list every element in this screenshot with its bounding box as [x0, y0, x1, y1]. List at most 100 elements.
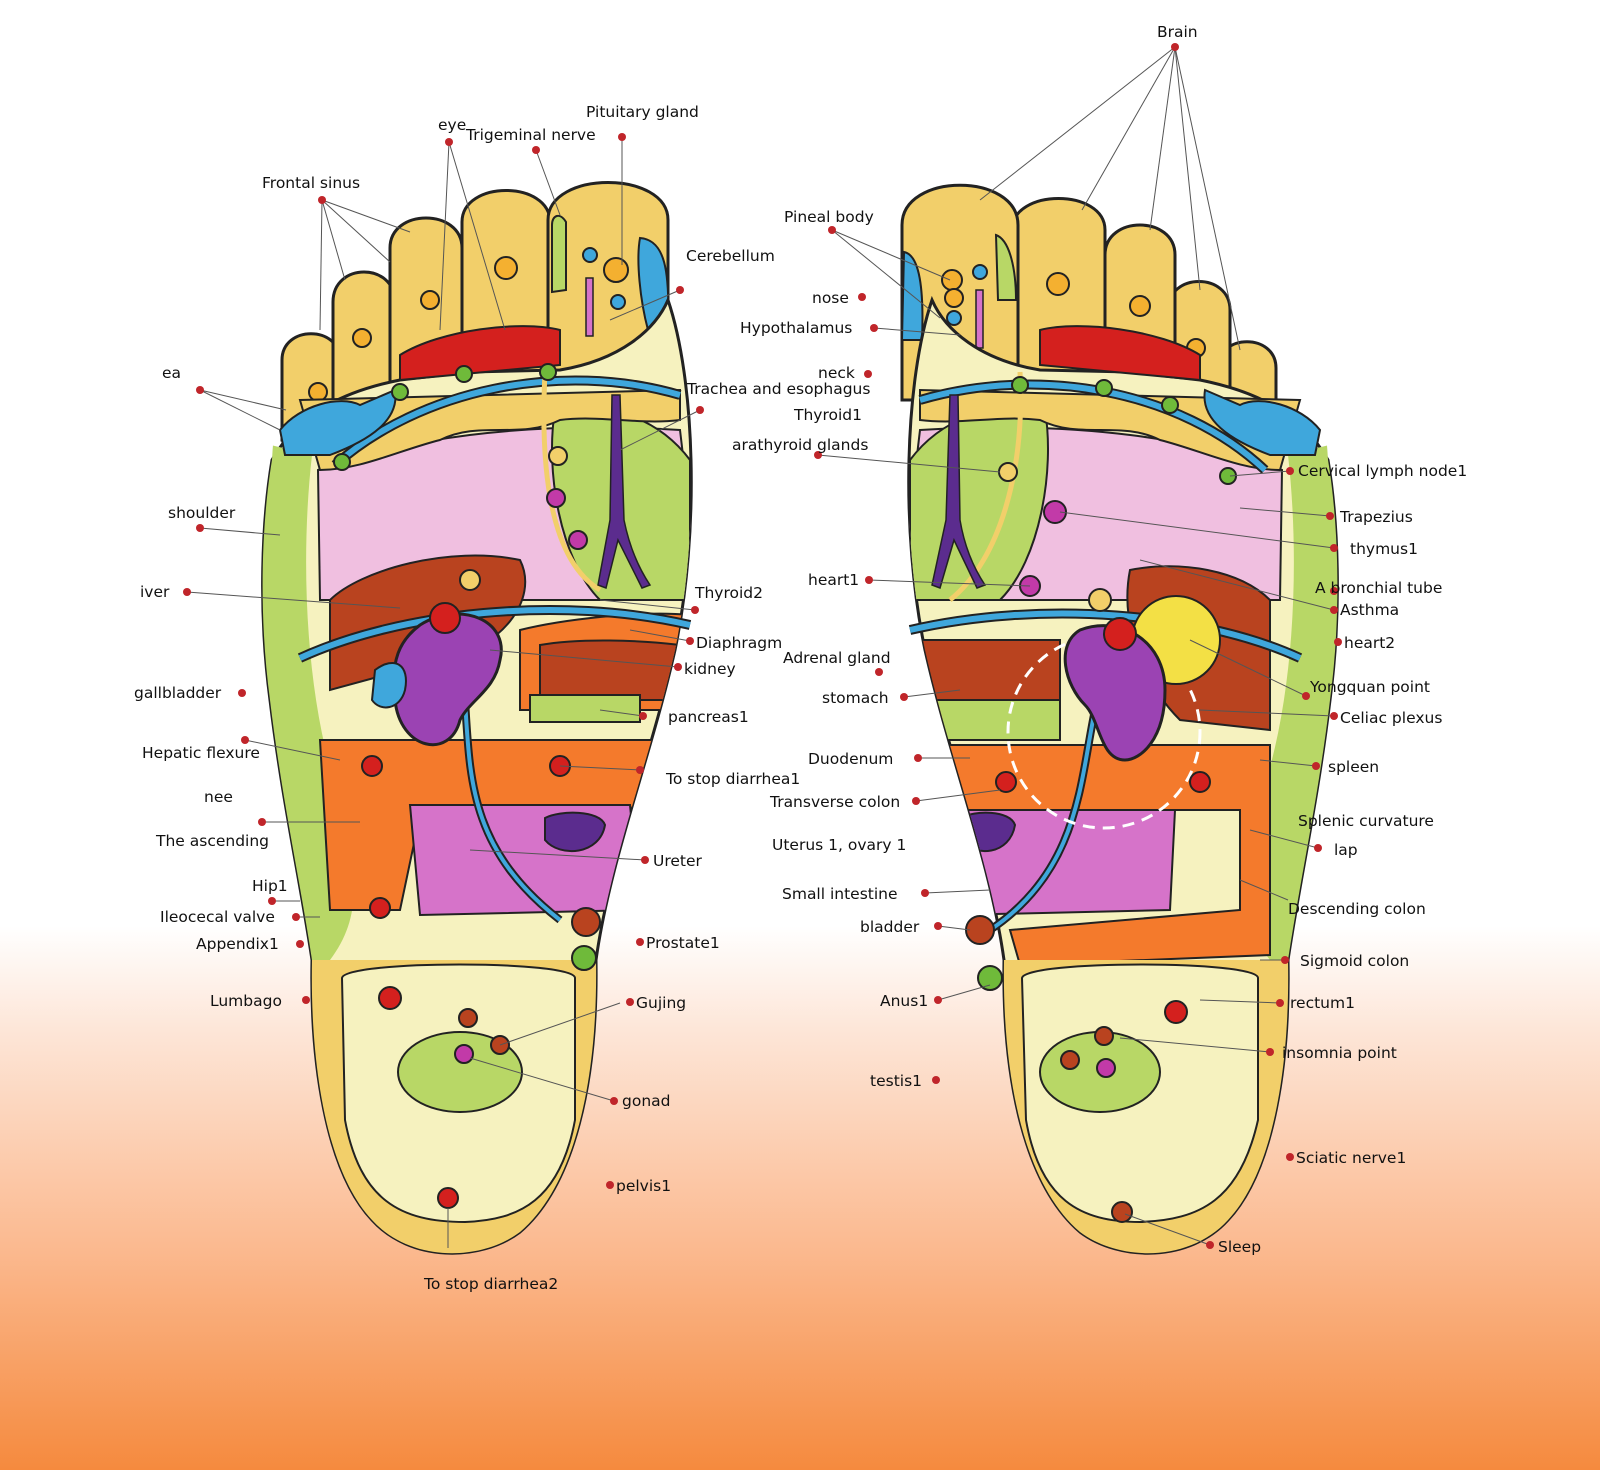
left-hip-dot — [369, 897, 391, 919]
label-bladder: bladder — [860, 918, 920, 936]
label-ureter: Ureter — [653, 852, 703, 870]
right-thymus-dot — [1043, 500, 1067, 524]
left-lime-pancreas — [529, 694, 641, 723]
left-thyroid-yellow — [548, 446, 568, 466]
left-heel-dot-1 — [458, 1008, 478, 1028]
right-bigtoe-bar — [975, 289, 984, 349]
label-gujing: Gujing — [636, 994, 686, 1012]
label-trapezius: Trapezius — [1339, 508, 1413, 526]
left-prostate-blob — [571, 907, 601, 937]
left-pituitary-dot — [603, 257, 629, 283]
label-lap: lap — [1334, 841, 1358, 859]
right-ureter-fill — [988, 709, 1097, 932]
label-descending-colon: Descending colon — [1288, 900, 1426, 918]
left-ureter-fill — [463, 699, 562, 922]
label-hypothalamus: Hypothalamus — [740, 319, 852, 337]
right-yellow-marker — [1088, 588, 1112, 612]
right-big-toe-green — [994, 233, 1018, 301]
label-trigeminal-nerve: Trigeminal nerve — [465, 126, 596, 144]
right-bigtoe-blue-dot-1 — [972, 264, 988, 280]
right-heel-dot-3 — [1096, 1058, 1116, 1078]
left-adrenal-red — [429, 602, 461, 634]
label-appendix1: Appendix1 — [196, 935, 279, 953]
label-frontal-sinus: Frontal sinus — [262, 174, 360, 192]
label-thymus1: thymus1 — [1350, 540, 1418, 558]
label-rectum1: rectum1 — [1290, 994, 1355, 1012]
label-sigmoid-colon: Sigmoid colon — [1300, 952, 1409, 970]
leader-lines — [186, 46, 1335, 1248]
left-foot — [261, 181, 693, 1255]
label-diaphragm: Diaphragm — [696, 634, 782, 652]
right-green-nodule-4 — [1011, 376, 1029, 394]
right-lime-stomach — [918, 699, 1061, 741]
label-cerebellum: Cerebellum — [686, 247, 775, 265]
left-toe-dot-4 — [494, 256, 518, 280]
label-brain: Brain — [1157, 23, 1198, 41]
right-rectum-dot — [1164, 1000, 1188, 1024]
label-gallbladder: gallbladder — [134, 684, 222, 702]
label-parathyroid-glands: arathyroid glands — [732, 436, 868, 454]
left-gujing-green — [571, 945, 597, 971]
left-toe-dot-1 — [308, 382, 328, 402]
label-heart2: heart2 — [1344, 634, 1395, 652]
label-kidney: kidney — [684, 660, 736, 678]
right-bigtoe-orange-dot — [944, 288, 964, 308]
right-green-nodule-3 — [1095, 379, 1113, 397]
label-bronchial-tube: A bronchial tube — [1315, 579, 1442, 597]
right-heel-bottom-dot — [1111, 1201, 1133, 1223]
left-red-band — [399, 325, 561, 382]
label-testis1: testis1 — [870, 1072, 922, 1090]
label-uterus-ovary: Uterus 1, ovary 1 — [772, 836, 906, 854]
label-ileocecal-valve: Ileocecal valve — [160, 908, 275, 926]
left-magenta-intestine — [408, 804, 642, 917]
label-thyroid2: Thyroid2 — [694, 584, 763, 602]
label-splenic-curvature: Splenic curvature — [1298, 812, 1434, 830]
label-pancreas1: pancreas1 — [668, 708, 749, 726]
label-sleep: Sleep — [1218, 1238, 1261, 1256]
label-ear: ea — [162, 364, 181, 382]
left-green-nodule-3 — [455, 365, 473, 383]
right-foot-labels: Brain Pineal body nose Hypothalamus neck… — [732, 23, 1467, 1256]
label-yongquan-point: Yongquan point — [1309, 678, 1430, 696]
label-sciatic-nerve1: Sciatic nerve1 — [1296, 1149, 1406, 1167]
left-bigtoe-blue-dot-2 — [610, 294, 626, 310]
right-heel-dot-1 — [1094, 1026, 1114, 1046]
left-green-nodule-1 — [333, 453, 351, 471]
label-hip1: Hip1 — [252, 877, 288, 895]
right-foot — [900, 183, 1339, 1255]
label-liver: iver — [140, 583, 170, 601]
left-yellow-marker — [459, 569, 481, 591]
right-toe-dot-3 — [1129, 295, 1151, 317]
label-thyroid1: Thyroid1 — [793, 406, 862, 424]
right-heel-dot-2 — [1060, 1050, 1080, 1070]
right-yellow-toebase — [919, 388, 1302, 472]
right-kidney — [1063, 624, 1167, 762]
left-yellow-toebase — [298, 388, 681, 472]
label-to-stop-diarrhea1: To stop diarrhea1 — [665, 770, 800, 788]
label-shoulder: shoulder — [168, 504, 236, 522]
left-foot-labels: Pituitary gland eye Trigeminal nerve Fro… — [134, 103, 870, 1293]
label-hepatic-flexure: Hepatic flexure — [142, 744, 260, 762]
left-organs — [278, 363, 652, 1209]
right-bladder-blob — [965, 915, 995, 945]
right-blue-cervical-shape — [1203, 388, 1322, 456]
left-heel-dot-3 — [454, 1044, 474, 1064]
left-green-nodule-4 — [539, 363, 557, 381]
label-spleen: spleen — [1328, 758, 1379, 776]
right-parathyroid-dot — [998, 462, 1018, 482]
left-gallbladder-blue — [370, 661, 407, 709]
left-blue-neck-fill — [333, 377, 681, 468]
label-eye: eye — [438, 116, 466, 134]
left-brown-right — [539, 639, 681, 701]
label-duodenum: Duodenum — [808, 750, 893, 768]
left-colon-dot-1 — [361, 755, 383, 777]
left-heel-bottom-dot — [437, 1187, 459, 1209]
right-green-nodule-2 — [1161, 396, 1179, 414]
left-green-nodule-2 — [391, 383, 409, 401]
right-adrenal-red — [1103, 617, 1137, 651]
label-neck: neck — [818, 364, 855, 382]
right-purple-esophagus — [931, 394, 987, 589]
label-gonad: gonad — [622, 1092, 670, 1110]
label-anus1: Anus1 — [880, 992, 928, 1010]
